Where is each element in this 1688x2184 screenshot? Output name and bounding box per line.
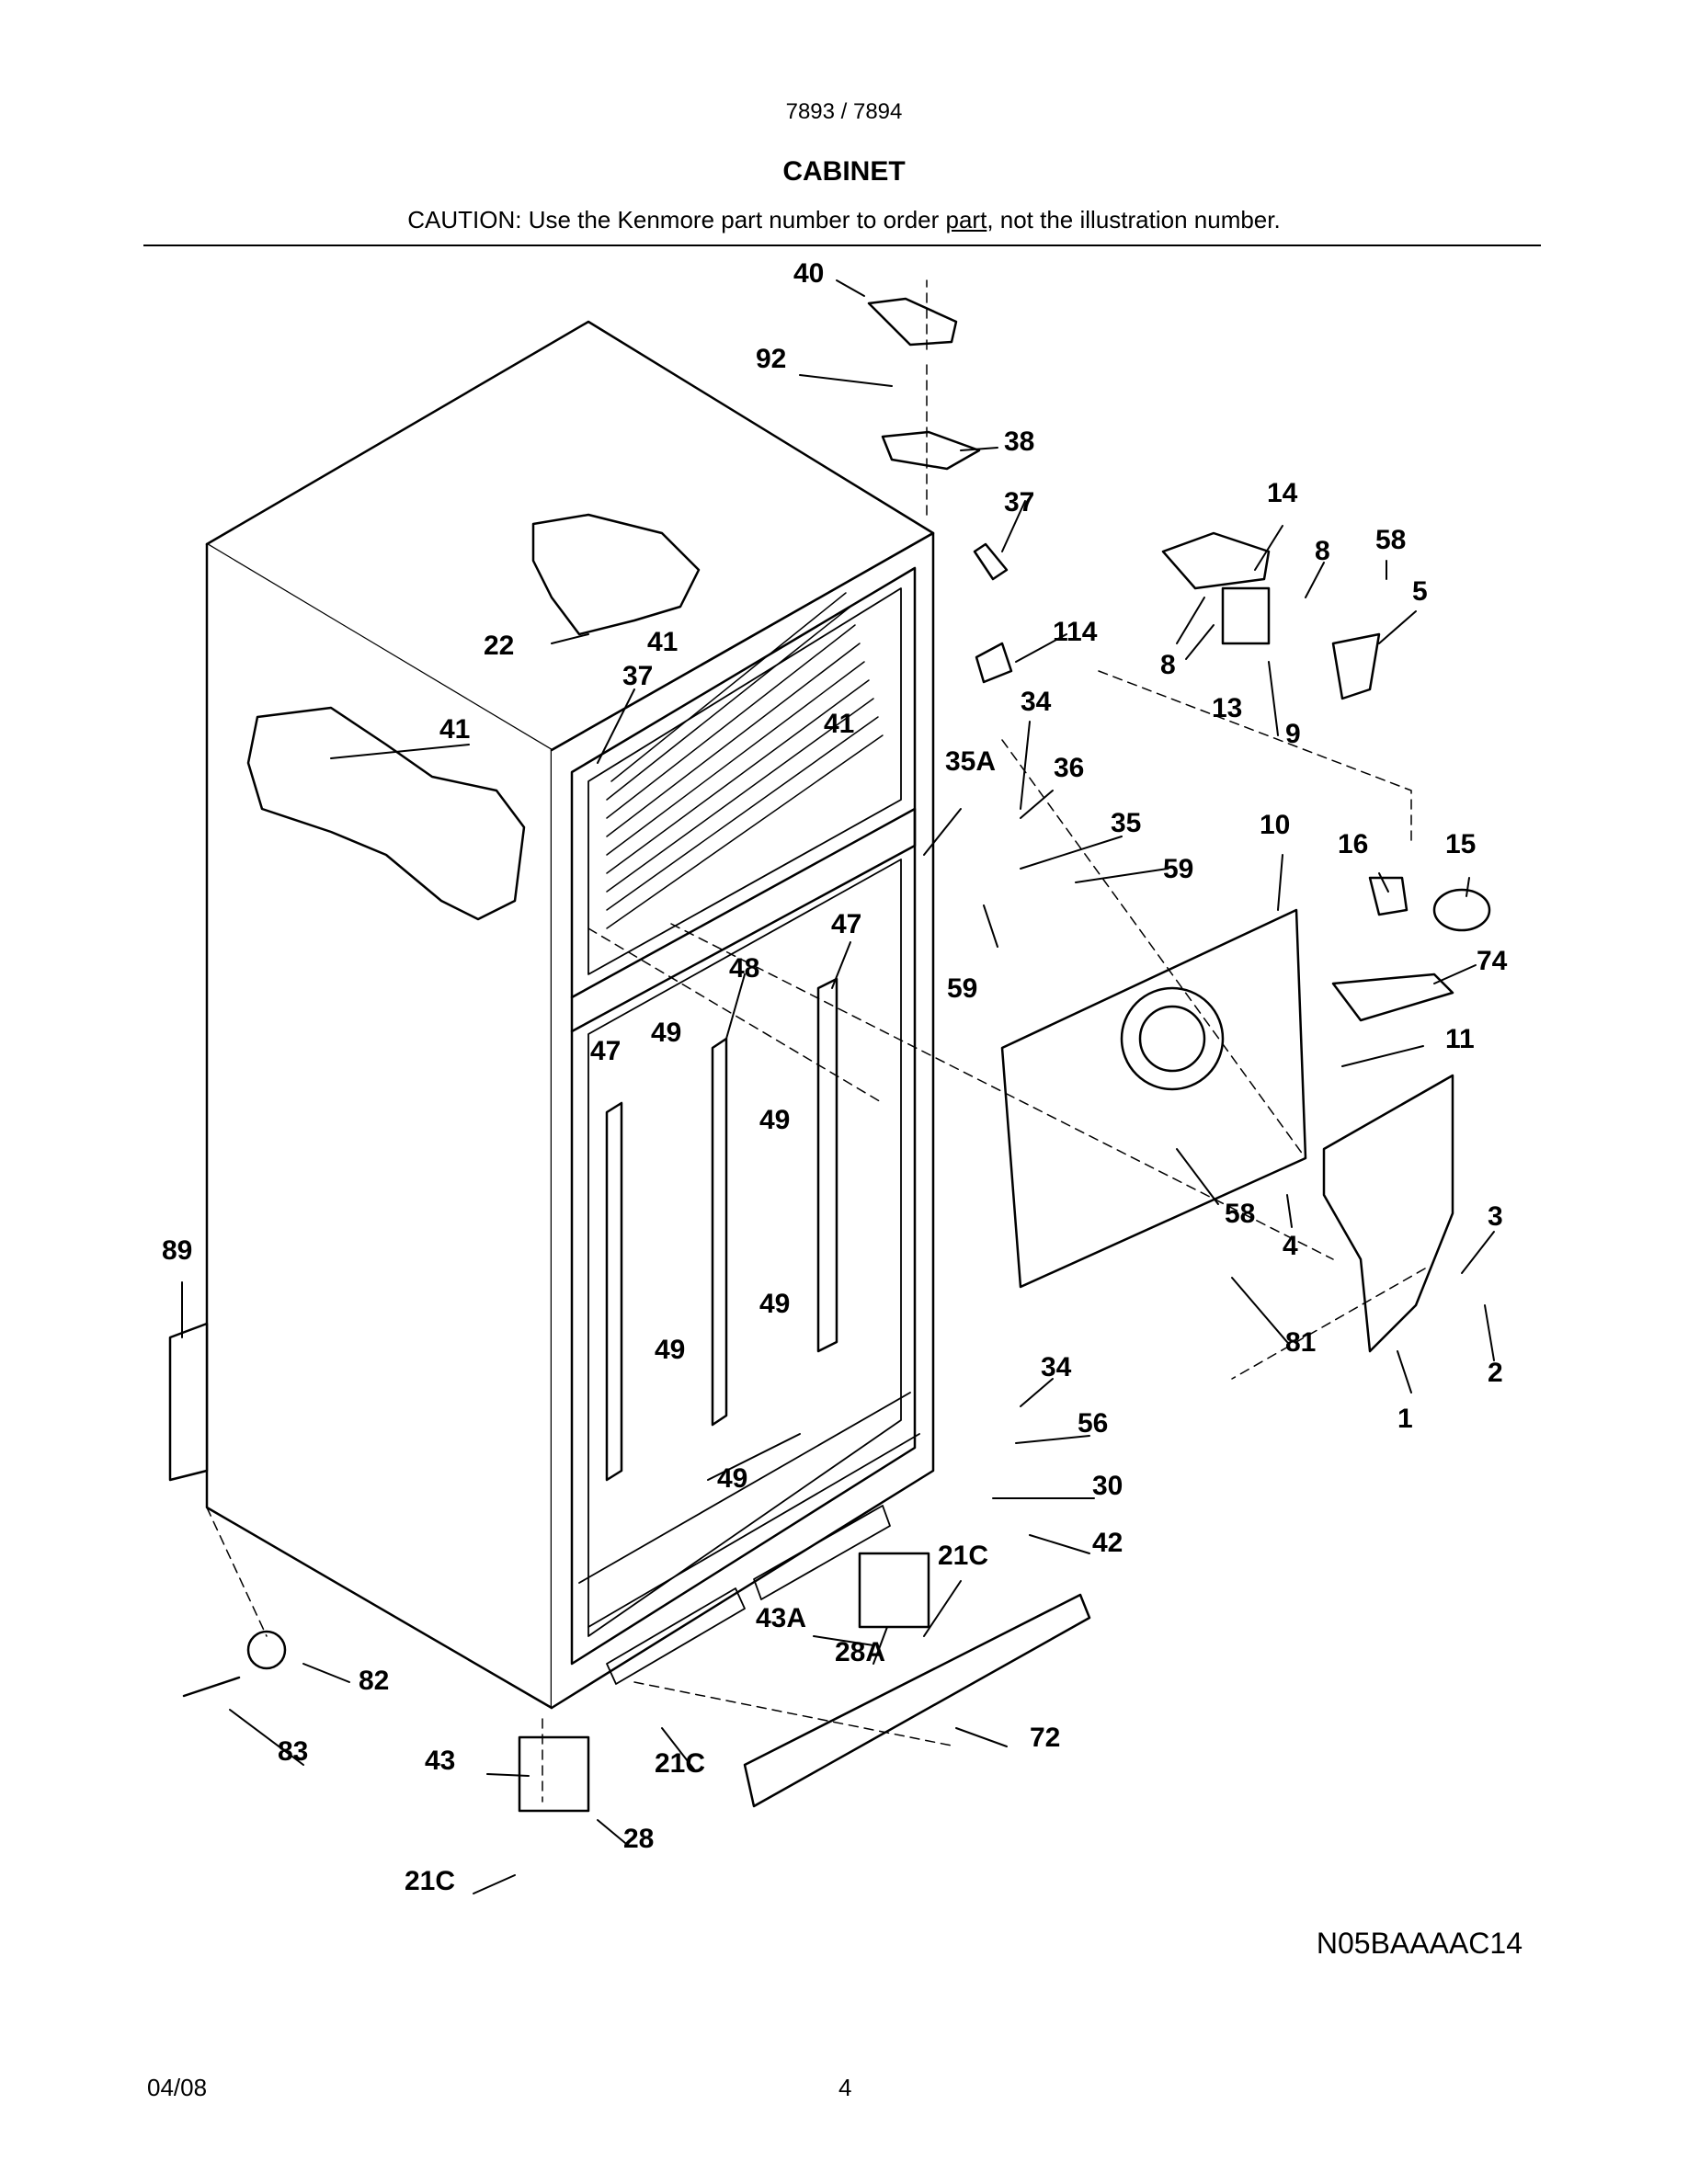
callout-59-lower: 59 [947, 973, 977, 1004]
callout-labels: 40 92 38 37 14 8 58 5 114 8 13 9 22 41 3… [162, 258, 1508, 1896]
callout-89: 89 [162, 1235, 192, 1266]
callout-30: 30 [1092, 1471, 1123, 1501]
header-rule [143, 245, 1541, 246]
callout-41-right: 41 [824, 709, 854, 739]
callout-21C-upper: 21C [938, 1541, 988, 1571]
bottom-hinge-assemblies [518, 1552, 930, 1813]
callout-114: 114 [1053, 617, 1098, 647]
callout-49-lower-right: 49 [759, 1289, 790, 1319]
alignment-lines [206, 279, 1426, 1803]
callout-15: 15 [1445, 829, 1476, 859]
freezer-shelf-ribs [606, 592, 884, 929]
callout-81: 81 [1285, 1327, 1316, 1358]
callout-49-upper: 49 [651, 1018, 681, 1048]
callout-9: 9 [1285, 719, 1301, 749]
callout-41-upper: 41 [647, 627, 678, 657]
callout-34-lower: 34 [1041, 1352, 1072, 1382]
callout-82: 82 [359, 1666, 389, 1696]
callout-34-top: 34 [1021, 687, 1052, 717]
callout-92: 92 [756, 344, 786, 374]
callout-48: 48 [729, 953, 759, 984]
drawing-code: N05BAAAAC14 [1316, 1927, 1523, 1960]
lamp-assembly [1331, 876, 1491, 1022]
callout-22: 22 [484, 631, 514, 661]
callout-14: 14 [1267, 478, 1298, 508]
callout-37-top: 37 [1004, 487, 1034, 518]
callout-43: 43 [425, 1746, 455, 1776]
caution-text: CAUTION: Use the Kenmore part number to … [407, 206, 946, 233]
callout-1: 1 [1397, 1404, 1413, 1434]
evaporator-cover [1000, 908, 1307, 1289]
callout-16: 16 [1338, 829, 1368, 859]
callout-56: 56 [1078, 1408, 1108, 1439]
callout-35: 35 [1111, 808, 1141, 838]
side-bracket [168, 1322, 209, 1482]
caution-underlined-word: part [945, 206, 987, 233]
callout-8-left: 8 [1160, 650, 1176, 680]
fan-motor-assembly [1161, 531, 1381, 700]
top-hinge-assembly [867, 297, 1013, 684]
callout-49-bottom: 49 [717, 1463, 747, 1494]
callout-10: 10 [1260, 810, 1290, 840]
callout-4: 4 [1283, 1231, 1298, 1261]
callout-47-left: 47 [590, 1036, 621, 1066]
footer-date: 04/08 [147, 2074, 208, 2101]
callout-11: 11 [1445, 1024, 1475, 1054]
callout-43A: 43A [756, 1603, 806, 1633]
callout-8-right: 8 [1315, 536, 1330, 566]
callout-2: 2 [1488, 1358, 1503, 1388]
callout-38: 38 [1004, 427, 1034, 457]
leveling-foot [182, 1630, 287, 1698]
callout-49-lower-left: 49 [655, 1335, 685, 1365]
callout-83: 83 [278, 1736, 308, 1767]
callout-41-left: 41 [439, 714, 470, 745]
callout-42: 42 [1092, 1528, 1123, 1558]
callout-47-right: 47 [831, 909, 861, 939]
callout-74: 74 [1477, 946, 1508, 976]
callout-13: 13 [1212, 693, 1242, 723]
insulation-cover-left [246, 513, 701, 921]
callout-72: 72 [1030, 1723, 1060, 1753]
callout-37-mid: 37 [622, 661, 653, 691]
page-number: 4 [838, 2074, 852, 2101]
leader-lines [181, 279, 1495, 1894]
control-housing [1322, 1074, 1454, 1353]
callout-28: 28 [623, 1824, 654, 1854]
caution-text-end: , not the illustration number. [987, 206, 1281, 233]
callout-35A: 35A [945, 746, 996, 777]
page-title: CABINET [782, 156, 906, 187]
callout-59-right: 59 [1163, 854, 1193, 884]
callout-21C-mid: 21C [655, 1748, 705, 1779]
callout-49-mid: 49 [759, 1105, 790, 1135]
caution-note: CAUTION: Use the Kenmore part number to … [0, 206, 1688, 234]
callout-40: 40 [793, 258, 824, 289]
base-grille [743, 1593, 1091, 1808]
shelf-supports [605, 977, 838, 1482]
callout-5: 5 [1412, 576, 1428, 607]
model-number: 7893 / 7894 [785, 99, 903, 124]
callout-3: 3 [1488, 1201, 1503, 1232]
callout-58-lower: 58 [1225, 1199, 1255, 1229]
callout-28A: 28A [835, 1637, 885, 1667]
callout-21C-bottom: 21C [405, 1866, 455, 1896]
callout-58-top: 58 [1375, 525, 1406, 555]
callout-36: 36 [1054, 753, 1084, 783]
